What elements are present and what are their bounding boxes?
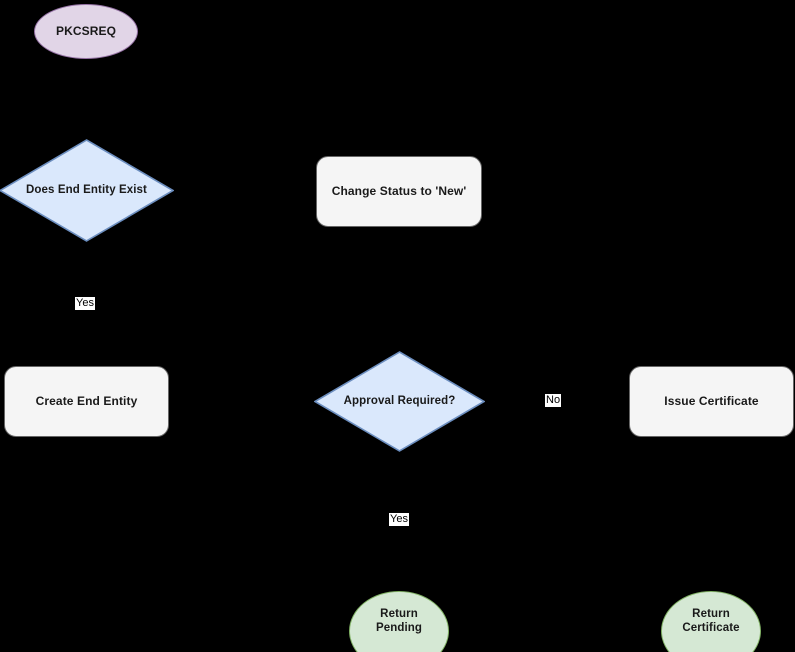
node-issue-certificate[interactable]: Issue Certificate [629,366,794,437]
node-does-end-entity-exist[interactable]: Does End Entity Exist [0,139,174,242]
node-create-end-entity-label: Create End Entity [35,394,138,408]
node-approval-required[interactable]: Approval Required? [314,351,485,452]
diamond-shape-does-end-entity-exist [0,139,174,242]
edge-label-yes-end-entity: Yes [75,297,95,310]
diamond-shape-approval-required [314,351,485,452]
node-change-status-new-label: Change Status to 'New' [331,184,467,198]
node-issue-certificate-label: Issue Certificate [664,394,759,408]
node-create-end-entity[interactable]: Create End Entity [4,366,169,437]
node-return-pending-label: Return Pending [375,607,423,634]
node-return-certificate-line1: Return [692,607,730,620]
node-change-status-new[interactable]: Change Status to 'New' [316,156,482,227]
node-pkcsreq-label: PKCSREQ [55,24,117,38]
node-return-pending[interactable]: Return Pending [349,591,449,652]
edge-label-no-approval: No [545,394,562,407]
node-return-certificate[interactable]: Return Certificate [661,591,761,652]
node-pkcsreq[interactable]: PKCSREQ [34,4,138,59]
node-return-certificate-label: Return Certificate [662,592,760,650]
node-return-certificate-line2: Certificate [682,622,740,634]
edge-label-yes-approval: Yes [389,513,409,526]
